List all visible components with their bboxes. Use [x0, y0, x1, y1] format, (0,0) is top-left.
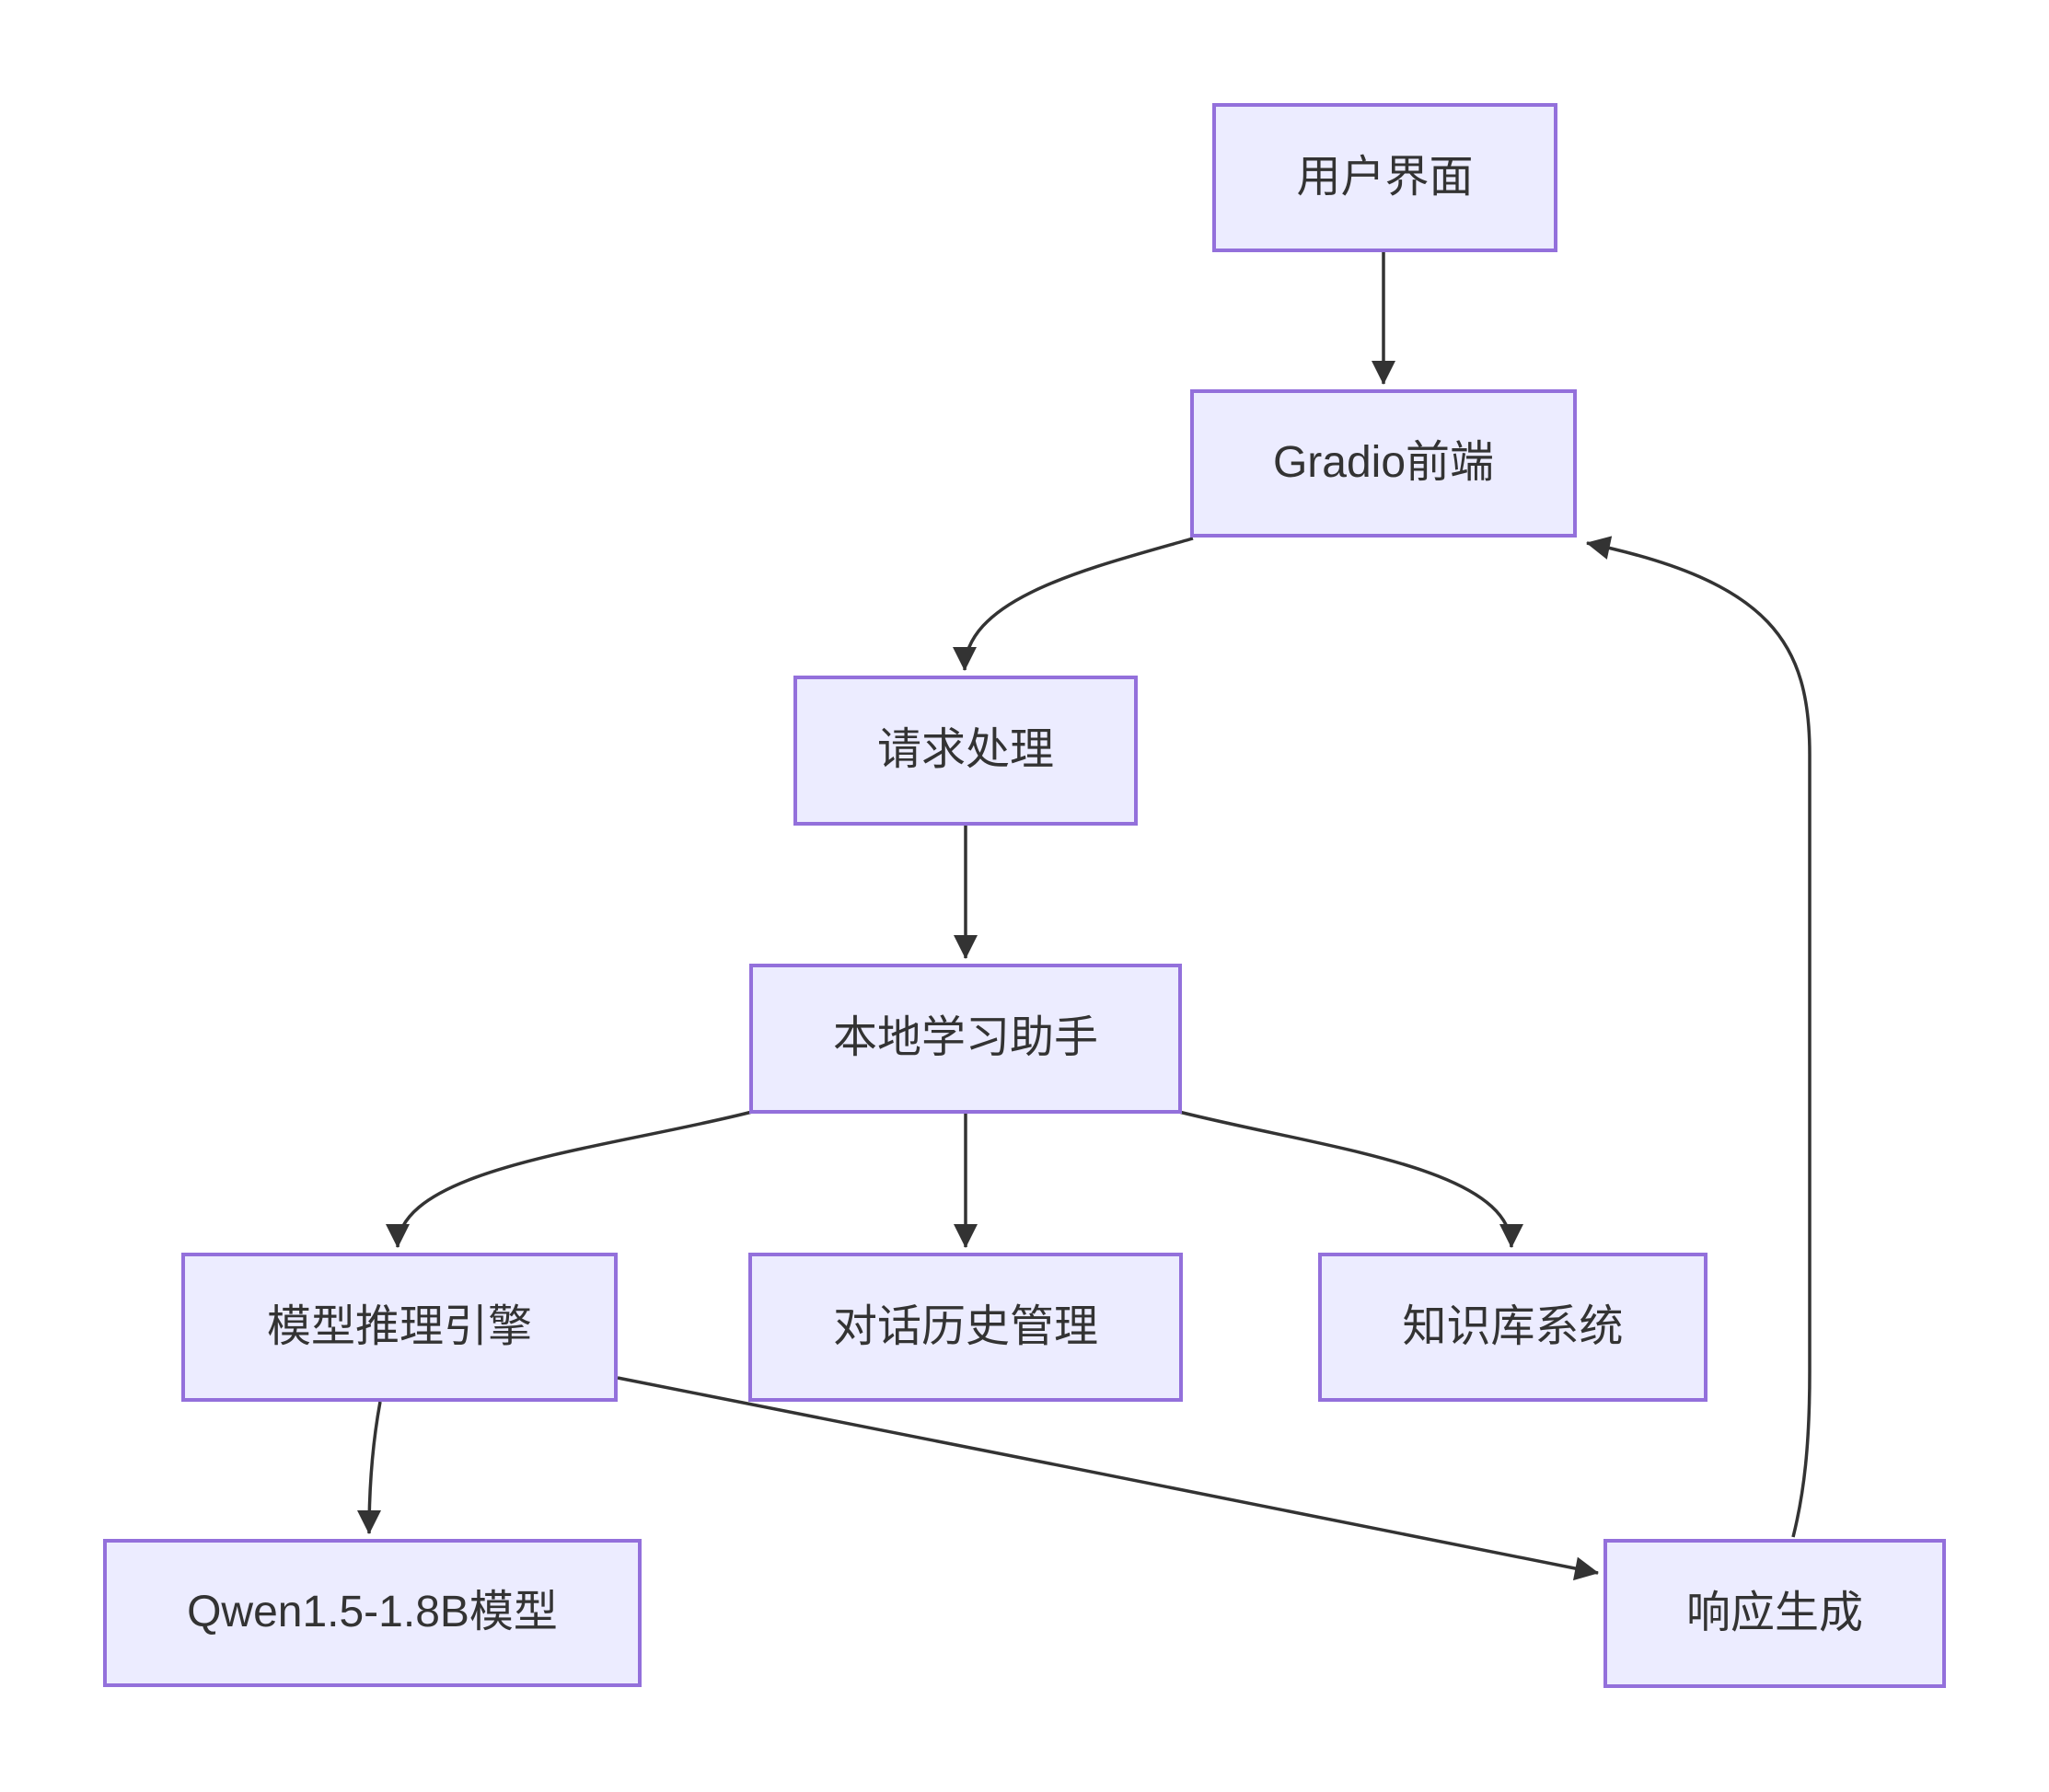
- edge-local-assistant-to-knowledge-base: [1178, 1110, 1523, 1248]
- node-user-interface-label: 用户界面: [1296, 152, 1474, 202]
- node-local-assistant-label: 本地学习助手: [832, 1013, 1098, 1063]
- node-chat-history-label: 对话历史管理: [832, 1301, 1098, 1351]
- node-response-generation-label: 响应生成: [1685, 1588, 1863, 1637]
- node-chat-history: 对话历史管理: [748, 1253, 1183, 1402]
- node-qwen-model: Qwen1.5-1.8B模型: [103, 1539, 642, 1687]
- node-request-handling-label: 请求处理: [876, 725, 1054, 775]
- node-response-generation: 响应生成: [1603, 1539, 1946, 1688]
- node-knowledge-base-label: 知识库系统: [1402, 1301, 1624, 1351]
- edge-gradio-frontend-to-request-handling: [953, 537, 1194, 671]
- node-local-assistant: 本地学习助手: [749, 964, 1182, 1114]
- node-inference-engine-label: 模型推理引擎: [266, 1301, 532, 1351]
- edge-inference-engine-to-qwen-model: [357, 1401, 382, 1534]
- edge-inference-engine-to-response-generation: [617, 1376, 1599, 1581]
- node-gradio-frontend: Gradio前端: [1190, 389, 1577, 538]
- node-gradio-frontend-label: Gradio前端: [1272, 438, 1495, 488]
- edge-local-assistant-to-inference-engine: [386, 1110, 753, 1248]
- node-inference-engine: 模型推理引擎: [181, 1253, 618, 1402]
- node-request-handling: 请求处理: [793, 676, 1138, 826]
- node-qwen-model-label: Qwen1.5-1.8B模型: [187, 1588, 558, 1637]
- edge-response-generation-to-gradio-frontend: [1586, 536, 1812, 1538]
- node-knowledge-base: 知识库系统: [1318, 1253, 1708, 1402]
- node-user-interface: 用户界面: [1212, 103, 1557, 252]
